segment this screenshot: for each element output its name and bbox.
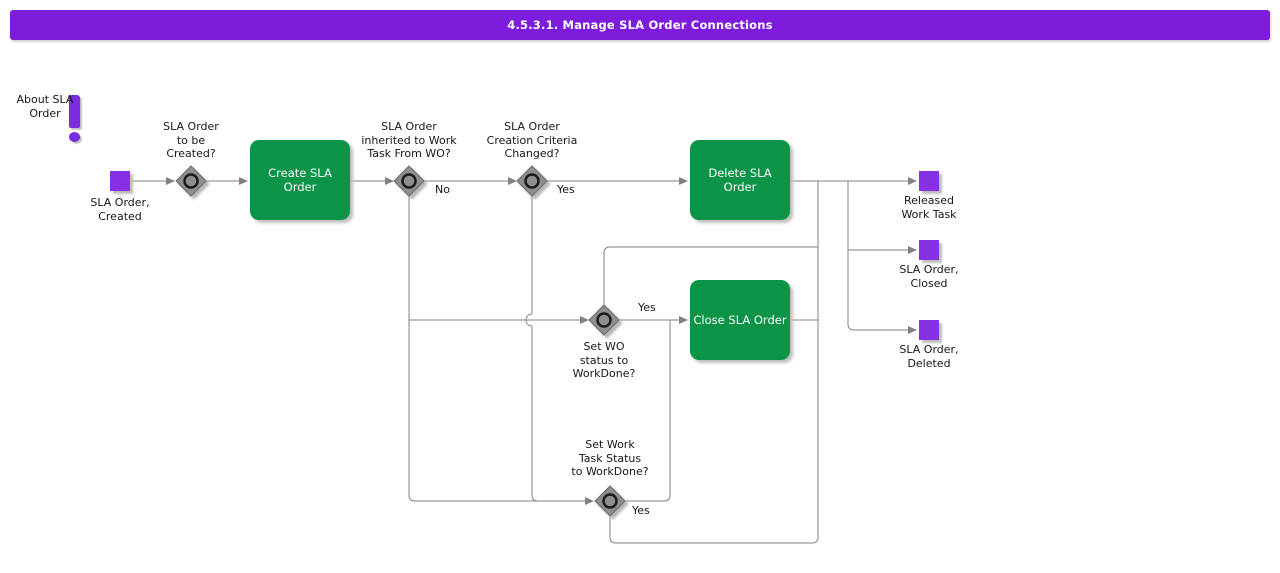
decision-ring-icon: [524, 173, 540, 189]
d2-question-label: SLA Order inherited to Work Task From WO…: [361, 120, 457, 160]
decision-d4: [588, 304, 620, 336]
task-label: Delete SLA Order: [708, 166, 772, 194]
exclamation-dot: [69, 132, 80, 142]
connectors: [131, 180, 908, 544]
diagram-title-bar: 4.5.3.1. Manage SLA Order Connections: [10, 10, 1270, 40]
arrowheads: [166, 177, 917, 505]
connector-d2-down-to-d5: [408, 196, 585, 502]
d3-branch-label-yes: Yes: [557, 183, 575, 196]
task-label: Close SLA Order: [693, 313, 787, 327]
d2-branch-label-no: No: [435, 183, 450, 196]
about-exclamation-icon[interactable]: [30, 45, 80, 142]
arrow-into-d2: [385, 177, 394, 185]
d4-branch-label-yes: Yes: [638, 301, 656, 314]
arrow-into-delete: [679, 177, 688, 185]
d5-question-label: Set Work Task Status to WorkDone?: [571, 438, 649, 478]
connector-d4-up-to-bus: [603, 246, 818, 305]
arrow-into-d1: [166, 177, 175, 185]
deleted-state-label: SLA Order, Deleted: [899, 343, 959, 370]
d5-branch-label-yes: Yes: [632, 504, 650, 517]
arrow-into-released: [908, 177, 917, 185]
d4-question-label: Set WO status to WorkDone?: [572, 340, 636, 380]
closed-state-square: [919, 240, 939, 260]
decision-d3: [516, 165, 548, 197]
arrow-into-deleted: [908, 326, 917, 334]
decision-ring-icon: [183, 173, 199, 189]
deleted-state-square: [919, 320, 939, 340]
arrow-into-create: [239, 177, 248, 185]
d1-question-label: SLA Order to be Created?: [163, 120, 219, 160]
arrow-into-close: [679, 316, 688, 324]
about-label: About SLA Order: [16, 93, 74, 120]
exclamation-bar: [69, 95, 80, 128]
page-title: 4.5.3.1. Manage SLA Order Connections: [507, 18, 773, 32]
start-state-label: SLA Order, Created: [90, 196, 150, 223]
arrow-into-closed: [908, 246, 917, 254]
decision-ring-icon: [401, 173, 417, 189]
connector-feeder-to-deleted: [847, 181, 908, 331]
arrow-into-d5: [585, 497, 594, 505]
decision-d5: [594, 485, 626, 517]
connector-d3-down-lower: [531, 326, 539, 502]
decision-ring-icon: [602, 493, 618, 509]
arrow-into-d4: [580, 316, 589, 324]
connector-hop-arc: [525, 313, 533, 327]
task-delete-sla-order[interactable]: Delete SLA Order: [690, 140, 790, 220]
d3-question-label: SLA Order Creation Criteria Changed?: [486, 120, 578, 160]
closed-state-label: SLA Order, Closed: [899, 263, 959, 290]
task-create-sla-order[interactable]: Create SLA Order: [250, 140, 350, 220]
connector-bus: [609, 181, 819, 544]
decision-d1: [175, 165, 207, 197]
arrow-into-d3: [508, 177, 517, 185]
connector-d4line-down-to-d5: [626, 320, 671, 502]
task-label: Create SLA Order: [268, 166, 332, 194]
decision-d2: [393, 165, 425, 197]
task-close-sla-order[interactable]: Close SLA Order: [690, 280, 790, 360]
released-state-label: Released Work Task: [901, 194, 957, 221]
released-state-square: [919, 171, 939, 191]
decision-ring-icon: [596, 312, 612, 328]
start-state-square: [110, 171, 130, 191]
